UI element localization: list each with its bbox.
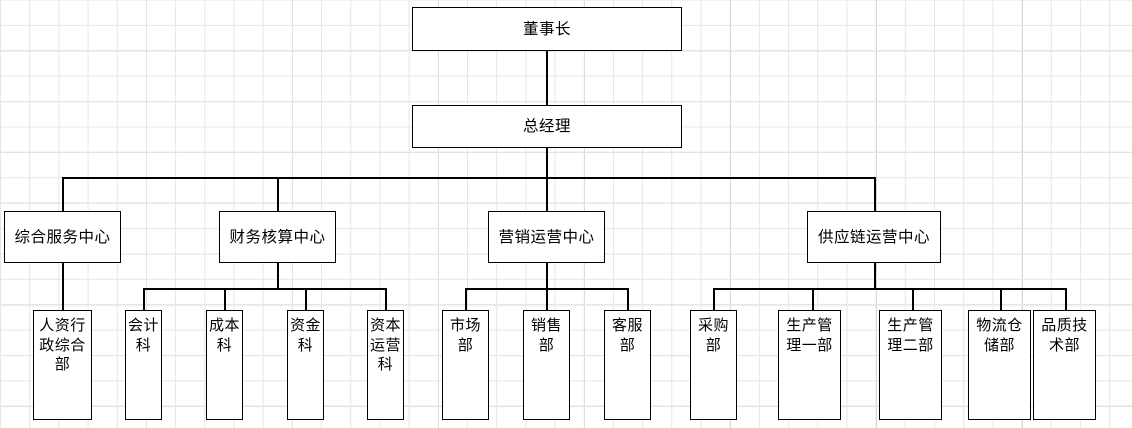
node-dept-production-management-2[interactable]: 生产管理二部	[879, 310, 942, 420]
node-dept-sales[interactable]: 销售部	[523, 310, 570, 420]
node-general-manager[interactable]: 总经理	[412, 105, 682, 148]
connector-center-3-to-dept-6	[465, 288, 467, 310]
node-center-marketing-operations-label: 营销运营中心	[498, 227, 595, 246]
node-dept-cost-label: 成本科	[208, 316, 240, 354]
node-dept-accounting-label: 会计科	[127, 316, 159, 354]
connector-center-1-to-dept-1	[62, 263, 64, 310]
node-center-comprehensive-service-label: 综合服务中心	[14, 227, 111, 246]
connector-center-2-to-dept-5	[385, 288, 387, 310]
node-dept-purchasing-label: 采购部	[697, 316, 729, 354]
connector-center-2-drop	[277, 263, 279, 288]
connector-center-4-to-dept-10	[812, 288, 814, 310]
node-chairman-label: 董事长	[522, 19, 571, 38]
node-dept-funds-label: 资金科	[289, 316, 321, 354]
connector-center-3-to-dept-7	[546, 288, 548, 310]
connector-bus-to-center-1	[62, 177, 64, 211]
node-dept-market[interactable]: 市场部	[442, 310, 489, 420]
node-dept-sales-label: 销售部	[530, 316, 562, 354]
node-center-supply-chain-operations-label: 供应链运营中心	[817, 227, 930, 246]
node-dept-logistics-warehouse-label: 物流仓储部	[976, 316, 1023, 354]
node-dept-cost[interactable]: 成本科	[206, 310, 243, 420]
node-center-financial-accounting-label: 财务核算中心	[229, 227, 326, 246]
connector-gm-drop	[546, 148, 548, 177]
connector-center-4-drop	[874, 263, 876, 288]
node-dept-hr-admin[interactable]: 人资行政综合部	[33, 310, 92, 420]
node-center-supply-chain-operations[interactable]: 供应链运营中心	[807, 211, 941, 263]
node-dept-customer-service-label: 客服部	[611, 316, 643, 354]
node-dept-funds[interactable]: 资金科	[287, 310, 324, 420]
connector-center-4-bus	[713, 288, 1065, 290]
node-center-comprehensive-service[interactable]: 综合服务中心	[4, 211, 121, 263]
connector-chairman-to-gm	[546, 51, 548, 105]
node-center-marketing-operations[interactable]: 营销运营中心	[488, 211, 605, 263]
connector-center-2-to-dept-2	[143, 288, 145, 310]
node-dept-production-management-2-label: 生产管理二部	[887, 316, 934, 354]
connector-center-4-to-dept-13	[1065, 288, 1067, 310]
connector-center-3-drop	[546, 263, 548, 288]
connector-bus-to-center-2	[277, 177, 279, 211]
node-dept-production-management-1[interactable]: 生产管理一部	[778, 310, 841, 420]
node-general-manager-label: 总经理	[522, 117, 571, 136]
connector-bus-to-center-4	[874, 177, 876, 211]
node-dept-production-management-1-label: 生产管理一部	[786, 316, 833, 354]
node-dept-accounting[interactable]: 会计科	[125, 310, 162, 420]
connector-center-2-to-dept-3	[224, 288, 226, 310]
node-dept-market-label: 市场部	[449, 316, 481, 354]
connector-center-3-to-dept-8	[627, 288, 629, 310]
connector-center-4-to-dept-11	[912, 288, 914, 310]
node-chairman[interactable]: 董事长	[412, 7, 682, 51]
node-dept-capital-operations[interactable]: 资本运营科	[367, 310, 404, 420]
node-dept-customer-service[interactable]: 客服部	[604, 310, 651, 420]
connector-center-4-to-dept-9	[713, 288, 715, 310]
connector-center-2-to-dept-4	[305, 288, 307, 310]
node-dept-logistics-warehouse[interactable]: 物流仓储部	[968, 310, 1031, 420]
node-center-financial-accounting[interactable]: 财务核算中心	[219, 211, 336, 263]
connector-center-4-to-dept-12	[1000, 288, 1002, 310]
node-dept-quality-technology-label: 品质技术部	[1041, 316, 1088, 354]
node-dept-purchasing[interactable]: 采购部	[690, 310, 737, 420]
connector-centers-bus	[62, 177, 874, 179]
connector-bus-to-center-3	[546, 177, 548, 211]
node-dept-quality-technology[interactable]: 品质技术部	[1033, 310, 1096, 420]
node-dept-hr-admin-label: 人资行政综合部	[39, 316, 86, 373]
node-dept-capital-operations-label: 资本运营科	[369, 316, 401, 373]
connector-center-2-bus	[143, 288, 386, 290]
